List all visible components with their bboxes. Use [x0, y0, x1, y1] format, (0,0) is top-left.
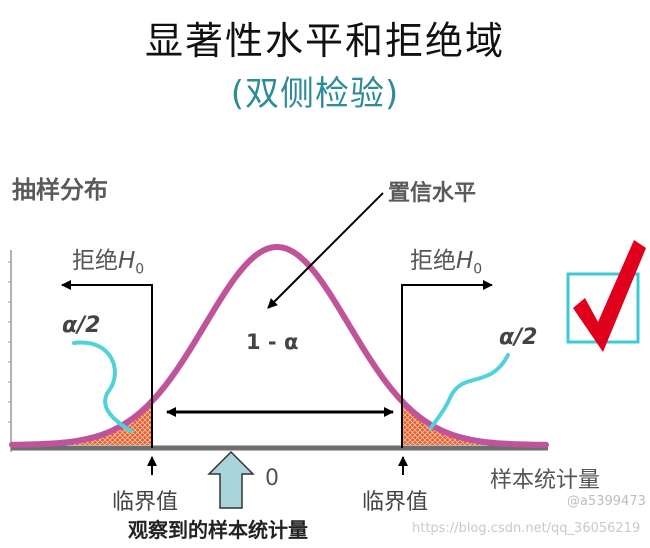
one-minus-alpha-label: 1 - α	[246, 330, 299, 354]
page-subtitle: (双侧检验)	[230, 74, 400, 114]
sample-statistic-label: 样本统计量	[490, 468, 601, 493]
observed-statistic-label: 观察到的样本统计量	[128, 518, 308, 542]
y-axis-ticks	[8, 261, 11, 423]
confidence-pointer-arrow	[267, 192, 384, 309]
alpha-half-left-label: α/2	[62, 313, 101, 338]
observed-statistic-arrow	[207, 450, 255, 509]
right-critical-line	[401, 280, 493, 448]
alpha-half-right-label: α/2	[499, 325, 538, 350]
reject-h0-left-label: 拒绝H0	[72, 248, 145, 278]
critical-value-left-label: 临界值	[112, 490, 179, 515]
checkmark-icon	[573, 240, 646, 352]
alpha-left-callout	[72, 340, 133, 433]
watermark-handle: @a5399473	[567, 494, 646, 509]
reject-h0-right-label: 拒绝H0	[410, 248, 483, 278]
watermark-url: https://blog.csdn.net/qq_36056219	[412, 521, 641, 536]
left-critical-line	[61, 280, 153, 448]
right-rejection-tail	[402, 401, 546, 445]
alpha-right-callout	[429, 353, 510, 430]
page-title: 显著性水平和拒绝域	[144, 19, 505, 63]
sampling-distribution-label: 抽样分布	[12, 176, 108, 204]
left-rejection-tail	[12, 401, 152, 445]
zero-label: 0	[265, 466, 279, 491]
critical-value-right-label: 临界值	[362, 490, 429, 515]
sampling-distribution-curve	[9, 244, 549, 448]
confidence-level-label: 置信水平	[388, 181, 477, 206]
